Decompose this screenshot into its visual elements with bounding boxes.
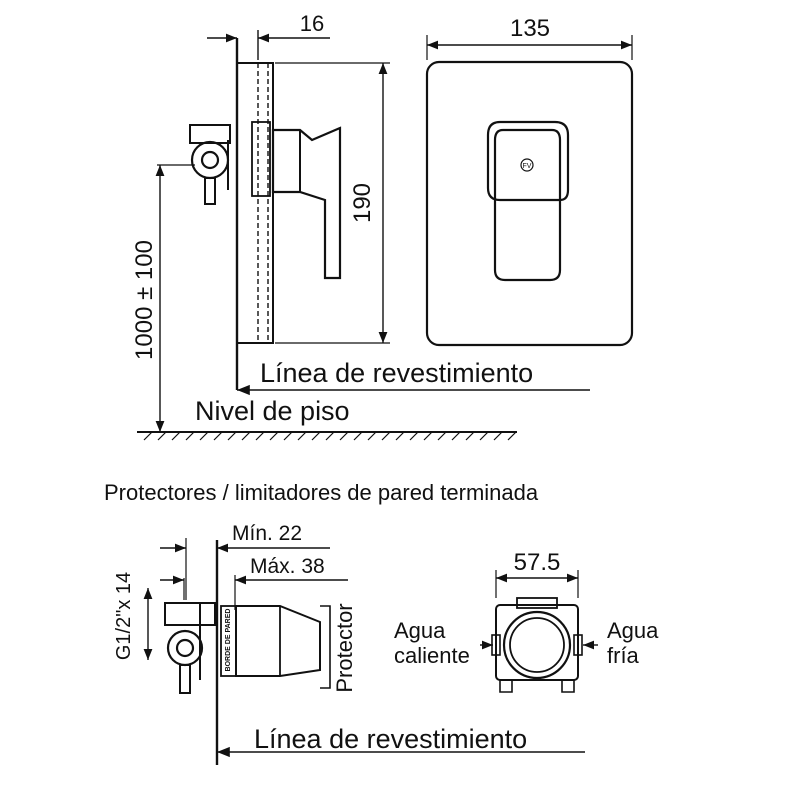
label-finish-line-bottom: Línea de revestimiento (254, 724, 527, 754)
section-title: Protectores / limitadores de pared termi… (104, 480, 539, 505)
label-hot-line2: caliente (394, 643, 470, 668)
svg-text:FV: FV (523, 163, 532, 170)
side-view: 16 190 1000 ± 100 Línea de revestimiento… (131, 11, 590, 441)
dim-depth: 16 (300, 11, 324, 36)
label-protector: Protector (332, 603, 357, 692)
dim-body-width: 57.5 (514, 549, 561, 576)
dim-max: Máx. 38 (250, 555, 325, 578)
floor-hatch (143, 431, 517, 441)
fv-logo-icon: FV (520, 158, 534, 172)
label-floor: Nivel de piso (195, 396, 350, 426)
label-cold-line2: fría (607, 643, 640, 668)
dim-floor-height: 1000 ± 100 (131, 240, 158, 360)
dim-height: 190 (349, 183, 376, 223)
label-finish-line-top: Línea de revestimiento (260, 358, 533, 388)
label-cold-line1: Agua (607, 618, 659, 643)
dim-width: 135 (510, 15, 550, 42)
front-view: 135 FV (425, 15, 634, 347)
dim-thread: G1/2"x 14 (113, 572, 135, 660)
protector-side-view: Mín. 22 Máx. 38 G1/2"x 14 BORDE DE PARED… (113, 522, 585, 765)
protector-front-view: 57.5 Agua caliente Agua fría (394, 549, 659, 693)
label-hot-line1: Agua (394, 618, 446, 643)
label-edge: BORDE DE PARED (225, 609, 232, 672)
dim-min: Mín. 22 (232, 522, 302, 545)
